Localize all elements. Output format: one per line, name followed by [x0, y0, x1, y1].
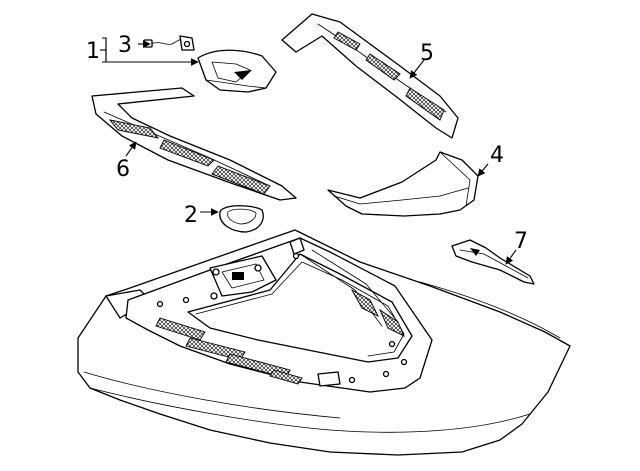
leader-lines [100, 37, 517, 265]
front-extension-panel [327, 151, 479, 217]
callout-1: 1 [86, 39, 100, 64]
grommet-seal [219, 205, 264, 233]
callout-5: 5 [420, 41, 434, 66]
sensor-harness [143, 35, 195, 51]
scoop-cover [197, 49, 277, 93]
callout-4: 4 [490, 143, 504, 168]
right-vent-trim [281, 13, 459, 139]
left-vent-trim [91, 87, 297, 201]
callout-7: 7 [514, 229, 528, 254]
small-bracket [451, 239, 535, 285]
hood-panel [77, 229, 571, 456]
callout-2: 2 [184, 203, 198, 228]
callout-3: 3 [118, 33, 132, 58]
callout-6: 6 [116, 157, 130, 182]
